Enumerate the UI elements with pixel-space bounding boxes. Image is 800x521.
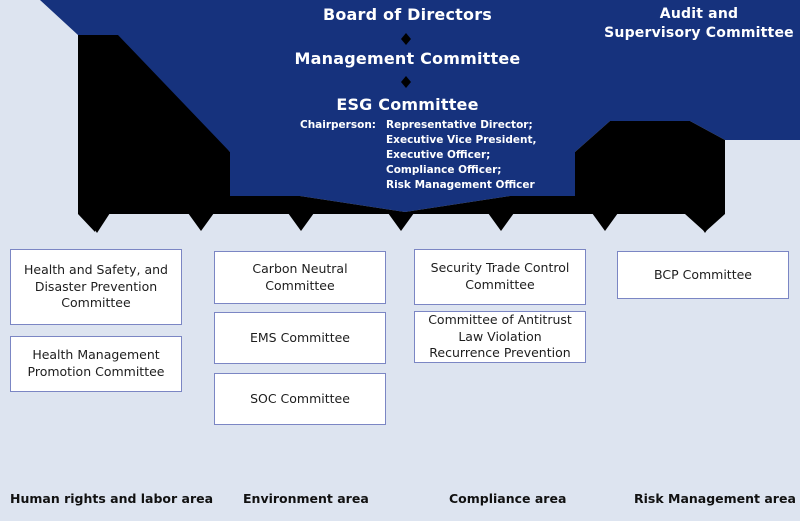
committee-box-antitrust-law-violation-recurrence-prevention[interactable]: Committee of Antitrust Law Violation Rec… — [414, 311, 586, 363]
arrowhead-5 — [488, 213, 514, 231]
esg-chairperson-block: Chairperson: Representative Director; Ex… — [300, 118, 537, 193]
arrowhead-1 — [84, 213, 110, 233]
area-label-human-rights-and-labor: Human rights and labor area — [10, 491, 214, 506]
management-committee-title: Management Committee — [294, 49, 521, 68]
arrowhead-2 — [188, 213, 214, 231]
area-label-compliance: Compliance area — [449, 491, 567, 506]
committee-connector-bracket — [78, 35, 725, 232]
arrowhead-4 — [388, 213, 414, 231]
committee-box-health-management-promotion[interactable]: Health Management Promotion Committee — [10, 336, 182, 392]
area-label-environment: Environment area — [243, 491, 369, 506]
area-label-risk-management: Risk Management area — [634, 491, 796, 506]
arrowhead-6 — [592, 213, 618, 231]
arrowhead-3 — [288, 213, 314, 231]
connector-arrowheads — [84, 213, 718, 233]
board-of-directors-title: Board of Directors — [322, 5, 493, 24]
committee-box-bcp[interactable]: BCP Committee — [617, 251, 789, 299]
arrowhead-7 — [692, 213, 718, 233]
committee-box-soc[interactable]: SOC Committee — [214, 373, 386, 425]
chairperson-label: Chairperson: — [300, 119, 376, 131]
audit-and-supervisory-committee-title: Audit and Supervisory Committee — [604, 6, 794, 41]
committee-box-health-and-safety-disaster-prevention[interactable]: Health and Safety, and Disaster Preventi… — [10, 249, 182, 325]
diamond-connector-1 — [401, 33, 411, 45]
diamond-connector-2 — [401, 76, 411, 88]
hierarchy-diamond-connectors — [401, 33, 411, 88]
committee-box-ems[interactable]: EMS Committee — [214, 312, 386, 364]
committee-box-carbon-neutral[interactable]: Carbon Neutral Committee — [214, 251, 386, 304]
chairperson-roles-list: Representative Director; Executive Vice … — [386, 119, 537, 191]
committee-box-security-trade-control[interactable]: Security Trade Control Committee — [414, 249, 586, 305]
esg-committee-title: ESG Committee — [336, 95, 479, 114]
